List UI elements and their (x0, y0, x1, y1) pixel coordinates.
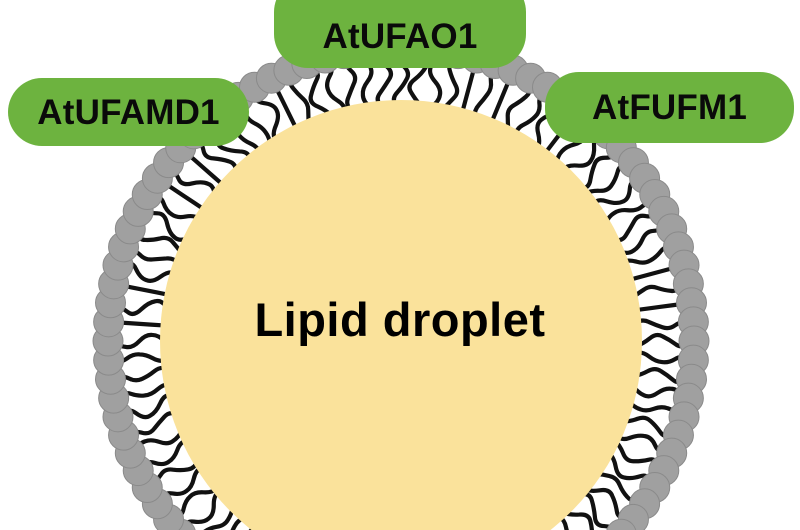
phospholipid-tail (230, 515, 247, 530)
phospholipid-tail (306, 66, 334, 118)
protein-badge-atufamd1[interactable]: AtUFAMD1 (8, 78, 249, 146)
protein-badge-atfufm1[interactable]: AtFUFM1 (545, 72, 794, 143)
protein-badge-atufao1[interactable]: AtUFAO1 (274, 0, 526, 68)
phospholipid-head (606, 518, 637, 530)
phospholipid-tail (560, 510, 595, 530)
protein-label-atfufm1: AtFUFM1 (592, 88, 747, 127)
phospholipid-tail (203, 504, 236, 530)
protein-label-atufao1: AtUFAO1 (322, 17, 478, 56)
lipid-droplet-core (160, 100, 642, 530)
phospholipid-tail (630, 383, 686, 400)
phospholipid-tail (582, 487, 632, 520)
protein-label-atufamd1: AtUFAMD1 (37, 92, 220, 132)
phospholipid-tail (556, 514, 569, 530)
